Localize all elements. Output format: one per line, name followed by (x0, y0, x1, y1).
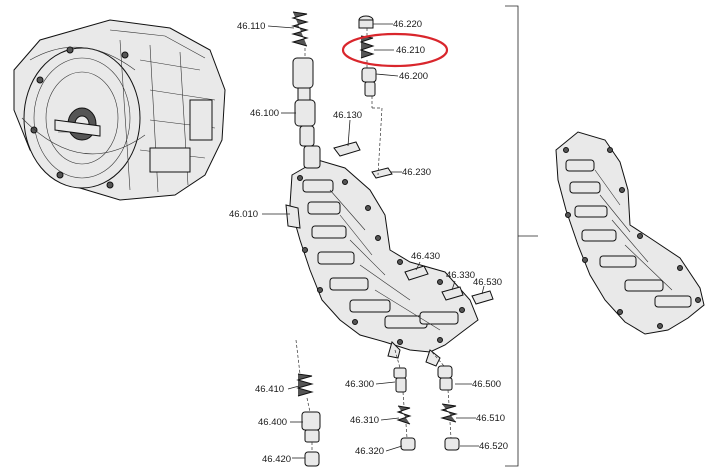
leader-lines (262, 23, 485, 459)
label-46-230: 46.230 (402, 167, 431, 178)
label-46-310: 46.310 (350, 415, 379, 426)
label-46-410: 46.410 (255, 384, 284, 395)
label-46-300: 46.300 (345, 379, 374, 390)
label-46-400: 46.400 (258, 417, 287, 428)
label-46-510: 46.510 (476, 413, 505, 424)
label-46-220: 46.220 (393, 19, 422, 30)
assembly-bracket (505, 5, 538, 467)
plug-46-220 (358, 15, 374, 29)
label-46-520: 46.520 (479, 441, 508, 452)
spring-46-510 (440, 403, 458, 423)
valve-body-drawing (285, 159, 479, 367)
plug-46-320 (400, 437, 416, 451)
assembly-axis-lines (295, 28, 452, 452)
label-46-210: 46.210 (396, 45, 425, 56)
label-46-420: 46.420 (262, 454, 291, 465)
plate-46-230 (371, 167, 393, 179)
label-46-130: 46.130 (333, 110, 362, 121)
plug-46-520 (444, 437, 460, 451)
plate-46-530 (471, 290, 494, 305)
spring-46-210 (359, 35, 375, 59)
spring-46-410 (296, 373, 314, 397)
valve-46-400 (301, 411, 321, 443)
valve-46-420 (304, 451, 320, 467)
label-46-320: 46.320 (355, 446, 384, 457)
valve-46-500 (437, 365, 453, 391)
label-46-430: 46.430 (411, 251, 440, 262)
plate-46-330 (441, 286, 464, 301)
label-46-010: 46.010 (229, 209, 258, 220)
part-labels: 46.110 46.220 46.210 46.200 46.130 46.10… (229, 19, 508, 465)
valve-spool-46-100 (292, 57, 321, 169)
spring-46-110 (291, 11, 309, 47)
plate-46-430 (404, 265, 429, 281)
valve-46-200 (361, 67, 377, 97)
label-46-530: 46.530 (473, 277, 502, 288)
spring-46-310 (396, 405, 412, 425)
label-46-500: 46.500 (472, 379, 501, 390)
label-46-100: 46.100 (250, 108, 279, 119)
plate-46-130 (333, 141, 361, 157)
valve-46-300 (393, 367, 407, 393)
label-46-200: 46.200 (399, 71, 428, 82)
label-46-330: 46.330 (446, 270, 475, 281)
valve-body-assembled-drawing (555, 131, 705, 335)
transmission-overview-drawing (13, 19, 226, 201)
label-46-110: 46.110 (237, 21, 265, 32)
highlight-ellipse (341, 32, 449, 68)
